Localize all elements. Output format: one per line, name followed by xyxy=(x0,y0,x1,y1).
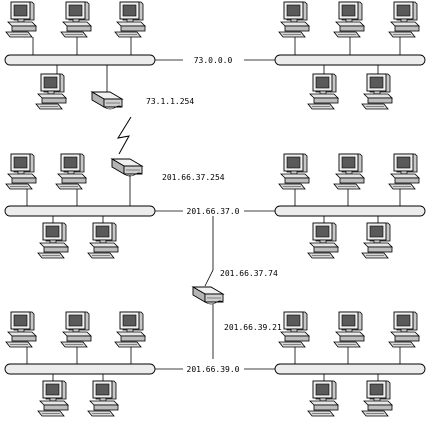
router-address: 73.1.1.254 xyxy=(146,97,194,106)
computer-icon xyxy=(388,311,420,348)
router-icon xyxy=(192,286,224,305)
computer-icon xyxy=(37,380,69,417)
computer-icon xyxy=(333,153,365,190)
computer-icon xyxy=(114,311,146,348)
computer-icon xyxy=(87,380,119,417)
network-label: 201.66.37.0 xyxy=(187,207,240,216)
computer-icon xyxy=(333,311,365,348)
computer-icon xyxy=(361,73,393,110)
computer-icon xyxy=(307,222,339,259)
computer-icon xyxy=(114,1,146,38)
router-link-73-37: 73.1.1.254 201.66.37.254 xyxy=(91,65,225,206)
computer-icon xyxy=(307,380,339,417)
computer-icon xyxy=(278,153,310,190)
computer-icon xyxy=(5,311,37,348)
computer-icon xyxy=(278,311,310,348)
lan-bus xyxy=(4,205,156,217)
computer-icon xyxy=(60,1,92,38)
lan-segment-73: 73.0.0.0 xyxy=(4,1,426,110)
lan-bus xyxy=(4,54,156,66)
router-address: 201.66.39.21 xyxy=(224,323,282,332)
computer-icon xyxy=(278,1,310,38)
lan-segment-37: 201.66.37.0 xyxy=(4,153,426,259)
computer-icon xyxy=(55,153,87,190)
router-icon xyxy=(91,91,123,110)
computer-icon xyxy=(5,153,37,190)
router-icon xyxy=(111,158,143,177)
network-label: 73.0.0.0 xyxy=(194,56,233,65)
computer-icon xyxy=(361,380,393,417)
lan-segment-39: 201.66.39.0 xyxy=(4,311,426,417)
router-address: 201.66.37.254 xyxy=(162,173,225,182)
network-label: 201.66.39.0 xyxy=(187,365,240,374)
computer-icon xyxy=(35,73,67,110)
router-link-37-39: 201.66.37.74 201.66.39.21 xyxy=(192,216,282,359)
lan-bus xyxy=(4,363,156,375)
computer-icon xyxy=(388,153,420,190)
computer-icon xyxy=(37,222,69,259)
lan-bus xyxy=(274,205,426,217)
computer-icon xyxy=(361,222,393,259)
computer-icon xyxy=(5,1,37,38)
computer-icon xyxy=(307,73,339,110)
computer-icon xyxy=(87,222,119,259)
computer-icon xyxy=(333,1,365,38)
computer-icon xyxy=(60,311,92,348)
lan-bus xyxy=(274,54,426,66)
router-address: 201.66.37.74 xyxy=(220,269,278,278)
lan-bus xyxy=(274,363,426,375)
computer-icon xyxy=(388,1,420,38)
